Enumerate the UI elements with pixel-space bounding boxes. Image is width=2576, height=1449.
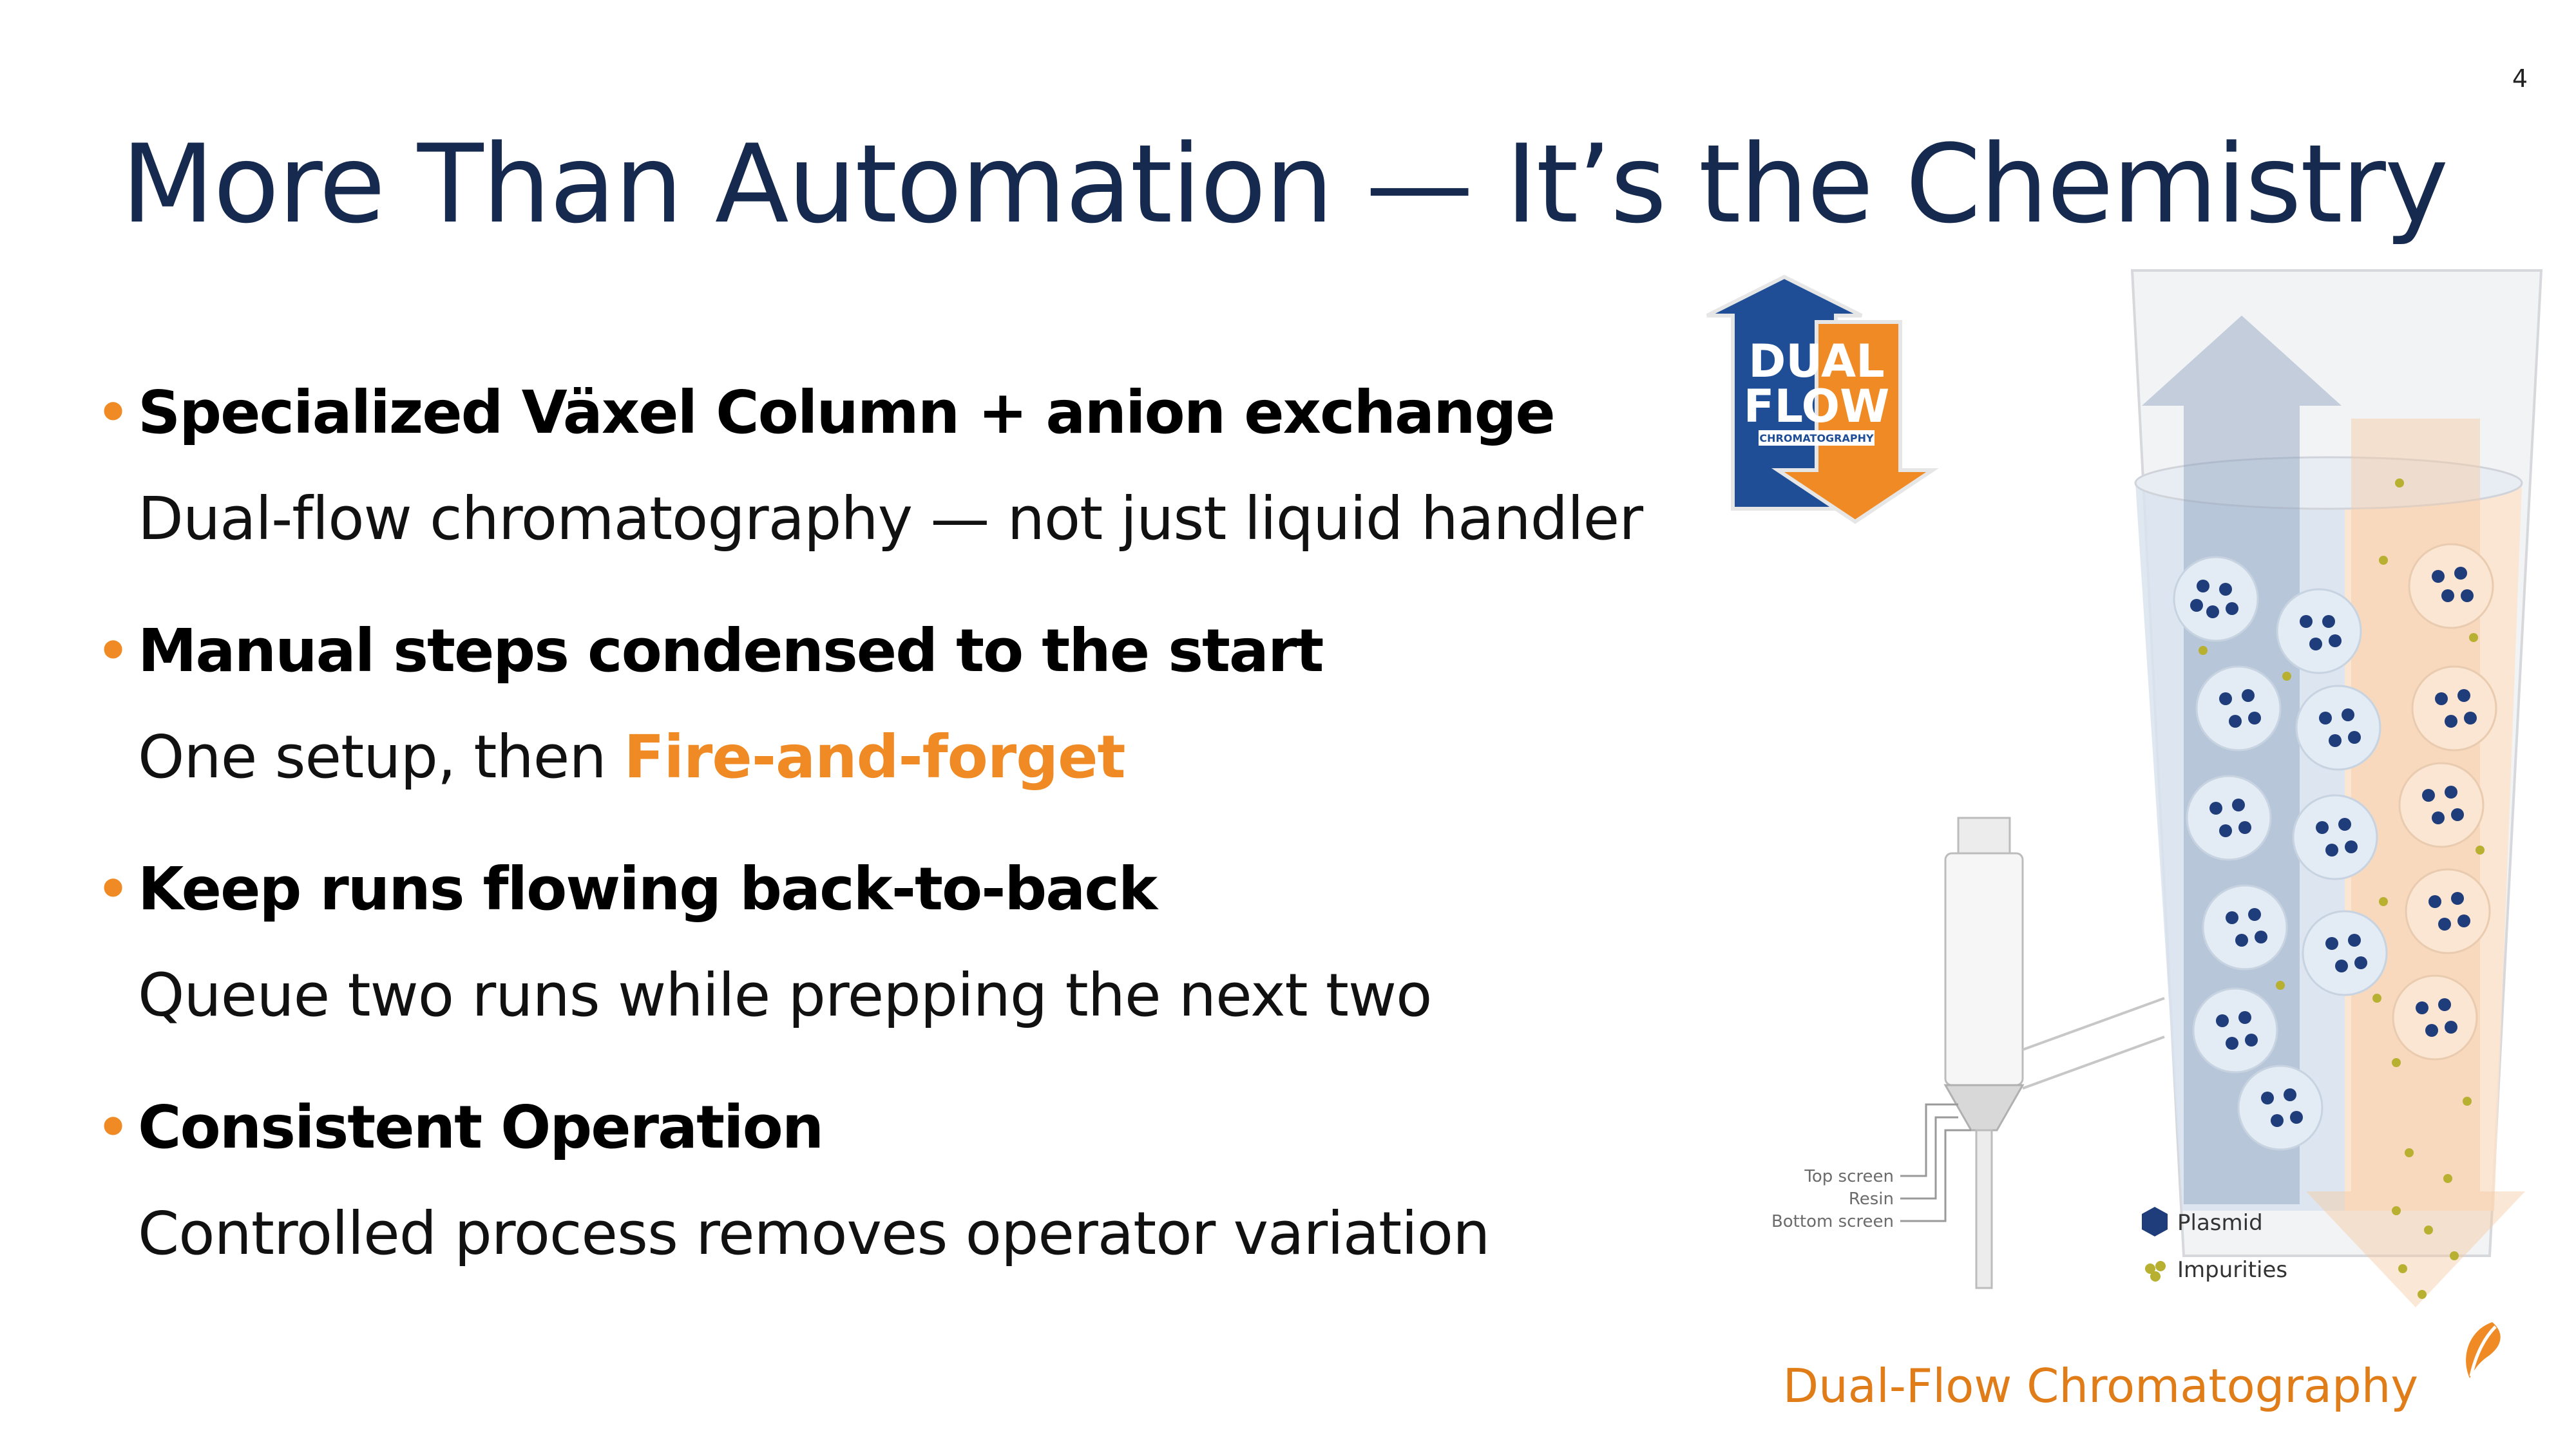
- bullet-list: •Specialized Växel Column + anion exchan…: [97, 374, 1739, 1327]
- label-resin: Resin: [1849, 1189, 1894, 1209]
- label-leader-line: [1900, 1116, 1958, 1200]
- down-flow-arrow: [2306, 419, 2525, 1307]
- dual-flow-diagram: Top screen Resin Bottom screen DUAL FLOW…: [1706, 269, 2543, 1307]
- label-top-screen: Top screen: [1804, 1167, 1894, 1186]
- bullet-subtext-prefix: One setup, then: [138, 722, 607, 791]
- bullet-subtext: Controlled process removes operator vari…: [138, 1198, 1490, 1268]
- bullet-highlight: Fire-and-forget: [624, 722, 1126, 791]
- small-column-top: [1957, 817, 2011, 858]
- small-column-funnel: [1943, 1084, 2025, 1132]
- zoom-line: [2022, 997, 2165, 1051]
- legend-plasmid-label: Plasmid: [2177, 1210, 2263, 1236]
- resin-beads: [2173, 543, 2497, 1151]
- bullet-dot-icon: •: [97, 620, 129, 681]
- small-column-body: [1944, 852, 2024, 1086]
- bullet-heading: Consistent Operation: [138, 1092, 824, 1162]
- bullet-subtext: Queue two runs while prepping the next t…: [138, 960, 1432, 1030]
- figure-caption: Dual-Flow Chromatography: [1782, 1359, 2418, 1413]
- label-leader-line: [1900, 1129, 1971, 1222]
- bullet-dot-icon: •: [97, 1097, 129, 1157]
- bullet-heading: Specialized Växel Column + anion exchang…: [138, 377, 1556, 447]
- impurities-legend-icon: [2145, 1261, 2166, 1282]
- slide-title: More Than Automation — It’s the Chemistr…: [121, 121, 2448, 247]
- impurity-particles: [2199, 478, 2485, 1299]
- bullet-item: •Keep runs flowing back-to-back Queue tw…: [97, 850, 1739, 1050]
- bullet-dot-icon: •: [97, 858, 129, 919]
- bullet-item: •Specialized Växel Column + anion exchan…: [97, 374, 1739, 573]
- logo-subtitle-bar: [1759, 430, 1875, 446]
- bullet-subtext: Dual-flow chromatography — not just liqu…: [138, 484, 1643, 553]
- brand-logo-icon: [2466, 1322, 2501, 1378]
- bullet-heading: Manual steps condensed to the start: [138, 616, 1324, 685]
- zoom-line: [2022, 1036, 2165, 1090]
- bullet-heading: Keep runs flowing back-to-back: [138, 854, 1158, 923]
- small-column-tip: [1975, 1129, 1993, 1289]
- plasmid-legend-icon: [2142, 1207, 2168, 1236]
- bullet-dot-icon: •: [97, 382, 129, 442]
- logo-text-dual: DUAL: [1748, 335, 1885, 388]
- column-top-ellipse: [2134, 456, 2523, 510]
- up-flow-arrow: [2142, 316, 2342, 1204]
- logo-down-arrow: [1771, 320, 1939, 524]
- bullet-item: •Manual steps condensed to the start One…: [97, 612, 1739, 811]
- label-leader-line: [1900, 1103, 1958, 1177]
- legend-impurities-label: Impurities: [2177, 1257, 2287, 1283]
- bullet-item: •Consistent Operation Controlled process…: [97, 1088, 1739, 1288]
- page-number: 4: [2512, 64, 2528, 93]
- label-bottom-screen: Bottom screen: [1771, 1212, 1894, 1231]
- plasmid-molecules: [2190, 567, 2477, 1127]
- dual-flow-logo: DUAL FLOW CHROMATOGRAPHY: [1706, 274, 1939, 524]
- logo-text-chromatography: CHROMATOGRAPHY: [1759, 432, 1874, 444]
- logo-text-flow: FLOW: [1744, 380, 1890, 433]
